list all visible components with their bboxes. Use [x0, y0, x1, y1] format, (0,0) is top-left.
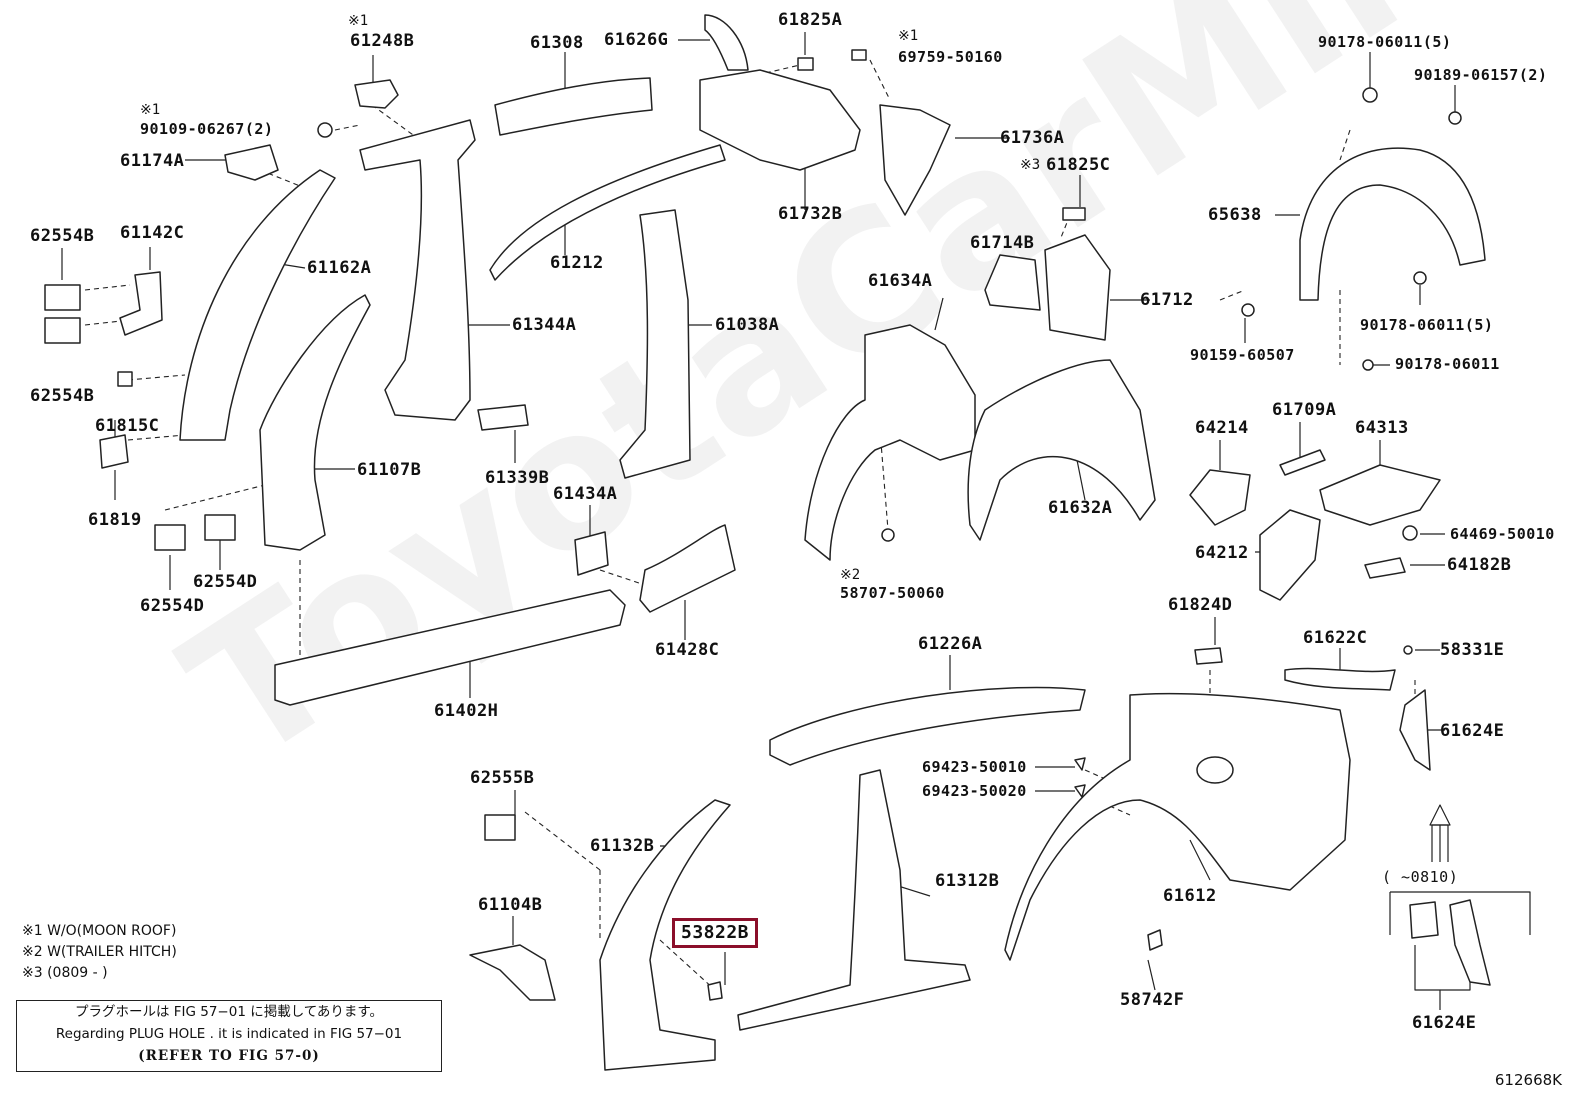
- note-reference: (REFER TO FIG 57-0): [138, 1048, 320, 1064]
- part-label-61825A: 61825A: [778, 10, 843, 30]
- part-label-61632A: 61632A: [1048, 498, 1113, 518]
- part-label-61732B: 61732B: [778, 204, 843, 224]
- part-label-64469-50010: 64469-50010: [1450, 525, 1555, 543]
- part-label-90178-06011: 90178-06011: [1395, 355, 1500, 373]
- part-label-64214: 64214: [1195, 418, 1249, 438]
- part-label-61712: 61712: [1140, 290, 1194, 310]
- part-label-61622C: 61622C: [1303, 628, 1368, 648]
- part-label-61038A: 61038A: [715, 315, 780, 335]
- note-mark-2: ※2: [840, 567, 861, 583]
- part-label-61226A: 61226A: [918, 634, 983, 654]
- part-label-61162A: 61162A: [307, 258, 372, 278]
- part-label-62554D: 62554D: [193, 572, 258, 592]
- part-label-90159-60507: 90159-60507: [1190, 346, 1295, 364]
- part-label-62554D: 62554D: [140, 596, 205, 616]
- part-label-61174A: 61174A: [120, 151, 185, 171]
- part-shapes: [44, 14, 1491, 1071]
- part-label-61624E: 61624E: [1440, 721, 1505, 741]
- legend-item-1: ※1 W/O(MOON ROOF): [22, 923, 177, 939]
- part-label-61612: 61612: [1163, 886, 1217, 906]
- note-mark-1: ※1: [348, 13, 369, 29]
- part-label-69423-50010: 69423-50010: [922, 758, 1027, 776]
- note-japanese: プラグホールは FIG 57−01 に掲載してあります。: [74, 1004, 384, 1020]
- part-label-65638: 65638: [1208, 205, 1262, 225]
- part-label-90178-06011: 90178-06011(5): [1360, 316, 1494, 334]
- part-label-64182B: 64182B: [1447, 555, 1512, 575]
- dashed-lines: [84, 59, 1416, 991]
- note-mark-1: ※1: [898, 28, 919, 44]
- part-label-62554B: 62554B: [30, 226, 95, 246]
- part-label-64212: 64212: [1195, 543, 1249, 563]
- part-label-61819: 61819: [88, 510, 142, 530]
- note-mark-1: ※1: [140, 102, 161, 118]
- part-label-61709A: 61709A: [1272, 400, 1337, 420]
- part-label-62554B: 62554B: [30, 386, 95, 406]
- part-label-61825C: 61825C: [1046, 155, 1111, 175]
- part-label-90178-06011: 90178-06011(5): [1318, 33, 1452, 51]
- part-label-90109-06267: 90109-06267(2): [140, 120, 274, 138]
- part-label-61339B: 61339B: [485, 468, 550, 488]
- part-label-61248B: 61248B: [350, 31, 415, 51]
- part-label-61434A: 61434A: [553, 484, 618, 504]
- part-label-61402H: 61402H: [434, 701, 499, 721]
- part-label-61142C: 61142C: [120, 223, 185, 243]
- part-label-61428C: 61428C: [655, 640, 720, 660]
- part-label-61132B: 61132B: [590, 836, 655, 856]
- part-label-61212: 61212: [550, 253, 604, 273]
- highlighted-part-53822B[interactable]: 53822B: [672, 918, 759, 948]
- legend-item-3: ※3 (0809 - ): [22, 965, 108, 981]
- part-label-61626G: 61626G: [604, 30, 669, 50]
- part-label-61714B: 61714B: [970, 233, 1035, 253]
- legend-item-2: ※2 W(TRAILER HITCH): [22, 944, 177, 960]
- part-label-90189-06157: 90189-06157(2): [1414, 66, 1548, 84]
- legend: ※1 W/O(MOON ROOF) ※2 W(TRAILER HITCH) ※3…: [22, 921, 177, 984]
- part-label-61104B: 61104B: [478, 895, 543, 915]
- note-mark-3: ※3: [1020, 157, 1041, 173]
- part-label-61312B: 61312B: [935, 871, 1000, 891]
- part-label-61344A: 61344A: [512, 315, 577, 335]
- part-label-61624E: 61624E: [1412, 1013, 1477, 1033]
- part-label-58331E: 58331E: [1440, 640, 1505, 660]
- figure-code: 612668K: [1494, 1071, 1562, 1089]
- part-label-61308: 61308: [530, 33, 584, 53]
- part-label-64313: 64313: [1355, 418, 1409, 438]
- part-label-69423-50020: 69423-50020: [922, 782, 1027, 800]
- range-label: ( ~0810): [1382, 868, 1459, 886]
- part-label-61736A: 61736A: [1000, 128, 1065, 148]
- part-label-61107B: 61107B: [357, 460, 422, 480]
- plug-hole-note: プラグホールは FIG 57−01 に掲載してあります。 Regarding P…: [16, 1000, 442, 1072]
- part-label-69759-50160: 69759-50160: [898, 48, 1003, 66]
- part-label-61634A: 61634A: [868, 271, 933, 291]
- part-label-58707-50060: 58707-50060: [840, 584, 945, 602]
- part-label-58742F: 58742F: [1120, 990, 1185, 1010]
- part-label-61824D: 61824D: [1168, 595, 1233, 615]
- part-label-62555B: 62555B: [470, 768, 535, 788]
- part-label-61815C: 61815C: [95, 416, 160, 436]
- note-english: Regarding PLUG HOLE . it is indicated in…: [55, 1026, 403, 1042]
